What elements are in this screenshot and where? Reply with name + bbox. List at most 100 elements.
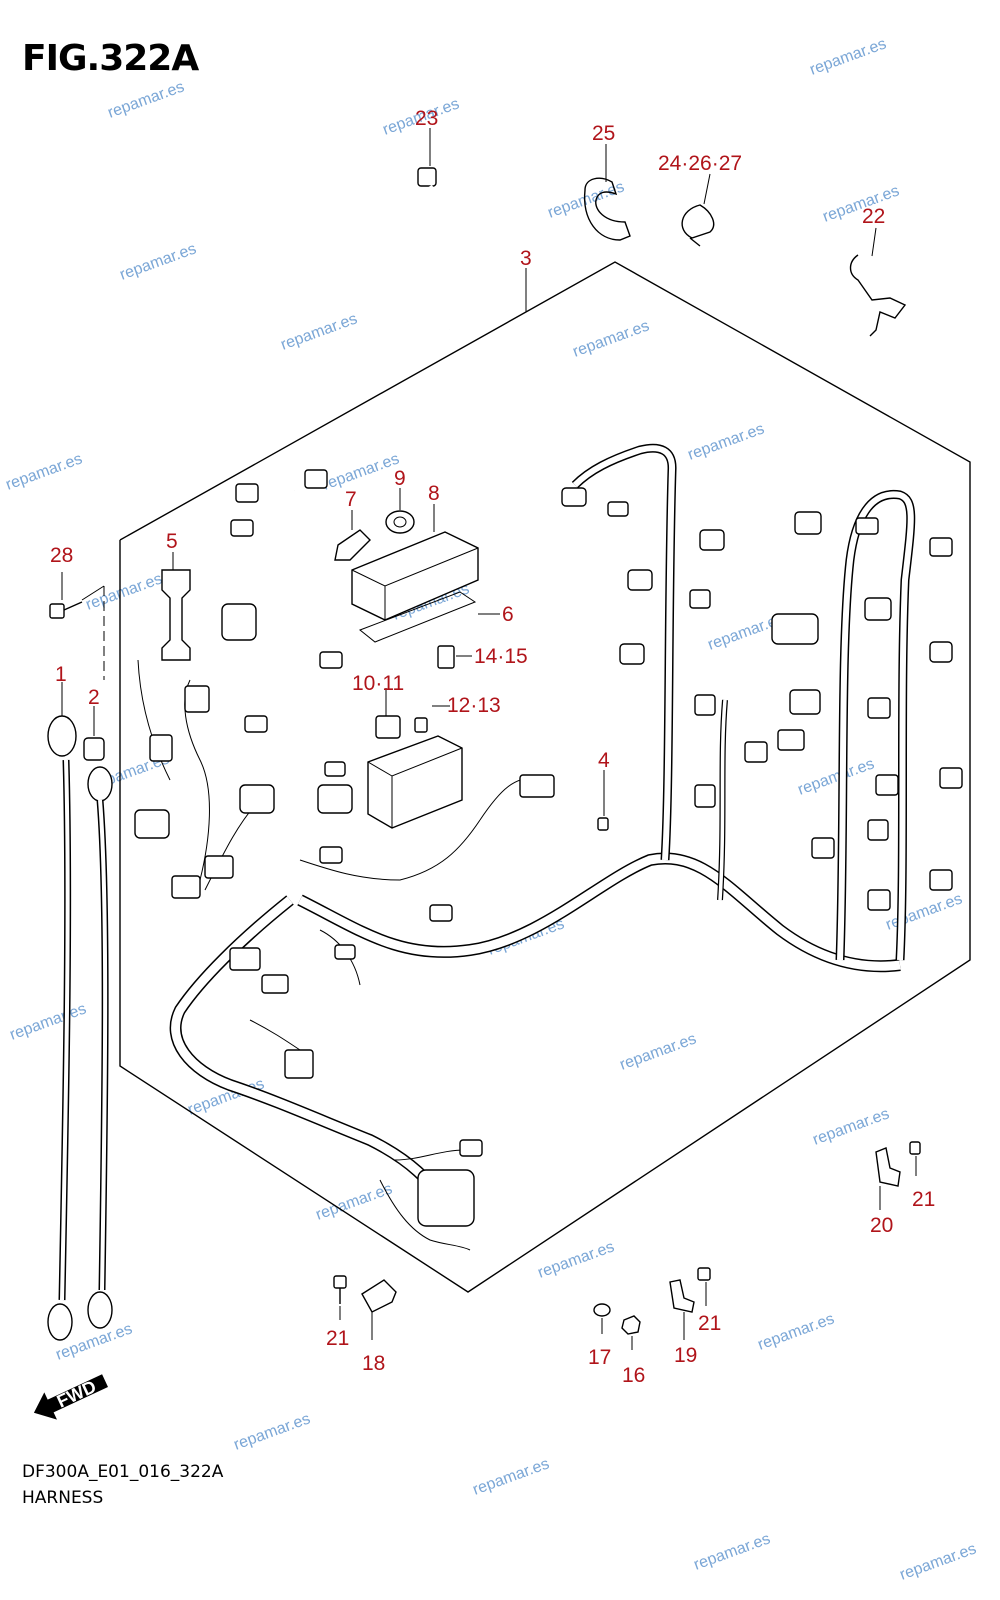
callout-22: 22	[862, 205, 885, 228]
watermark: repamar.es	[106, 78, 187, 121]
connector	[244, 715, 268, 733]
callout-5: 5	[166, 530, 178, 553]
callout-10-11: 10·11	[352, 672, 404, 695]
connector	[284, 1049, 314, 1079]
connector	[929, 537, 953, 557]
part-23-cable-tie	[417, 167, 453, 331]
connector	[171, 875, 201, 899]
part-19-bracket	[669, 1279, 695, 1313]
connector	[694, 694, 716, 716]
connector	[777, 729, 805, 751]
part-1-ground-cable	[47, 715, 77, 1341]
watermark: repamar.es	[692, 1530, 773, 1573]
part-9-grommet	[385, 510, 415, 534]
callout-18: 18	[362, 1352, 385, 1375]
callout-8: 8	[428, 482, 440, 505]
figure-title: FIG.322A	[22, 38, 199, 79]
connector	[607, 501, 629, 517]
callout-21: 21	[912, 1188, 935, 1211]
harness-connectors	[134, 469, 963, 1227]
watermark: repamar.es	[321, 450, 402, 493]
connector	[134, 809, 170, 839]
watermark: repamar.es	[884, 890, 965, 933]
figure-code: DF300A_E01_016_322A	[22, 1462, 224, 1482]
part-8-fuse-box	[351, 531, 479, 621]
watermark: repamar.es	[536, 1238, 617, 1281]
connector	[699, 529, 725, 551]
callout-28: 28	[50, 544, 73, 567]
connector	[459, 1139, 483, 1157]
connector	[229, 947, 261, 971]
connector	[319, 651, 343, 669]
connector	[239, 784, 275, 814]
connector	[929, 641, 953, 663]
callout-17: 17	[588, 1346, 611, 1369]
part-20-bracket	[875, 1147, 901, 1187]
callout-9: 9	[394, 467, 406, 490]
watermark: repamar.es	[471, 1455, 552, 1498]
ground-cable-2	[87, 766, 113, 1329]
watermark: repamar.es	[118, 240, 199, 283]
connector	[771, 613, 819, 645]
watermark: repamar.es	[279, 310, 360, 353]
connector	[929, 869, 953, 891]
connector	[875, 774, 899, 796]
connector	[204, 855, 234, 879]
watermark: repamar.es	[618, 1030, 699, 1073]
connector	[429, 904, 453, 922]
fwd-label: FWD	[54, 1376, 100, 1411]
figure-name: HARNESS	[22, 1488, 104, 1508]
connector	[939, 767, 963, 789]
harness-enclosure-box	[119, 261, 971, 1293]
callout-21: 21	[326, 1327, 349, 1350]
connector	[235, 483, 259, 503]
connector	[855, 517, 879, 535]
part-16-nut	[621, 1315, 641, 1335]
part-21-bolt	[697, 1267, 711, 1281]
callout-4: 4	[598, 749, 610, 772]
watermark: repamar.es	[8, 1000, 89, 1043]
part-28-bolt	[49, 601, 83, 619]
part-21-bolt	[333, 1275, 347, 1304]
connector	[619, 643, 645, 665]
callout-14-15: 14·15	[474, 645, 528, 668]
callout-16: 16	[622, 1364, 645, 1387]
callout-23: 23	[415, 107, 438, 130]
watermark: repamar.es	[756, 1310, 837, 1353]
connector	[561, 487, 587, 507]
connector	[867, 889, 891, 911]
callout-25: 25	[592, 122, 615, 145]
part-25-clamp	[583, 177, 631, 241]
connector	[149, 734, 173, 762]
connector	[317, 784, 353, 814]
watermark: repamar.es	[898, 1540, 979, 1583]
connector	[694, 784, 716, 808]
part-6-gasket	[359, 591, 477, 643]
part-10-11-relay	[375, 715, 401, 739]
callout-7: 7	[345, 488, 357, 511]
callout-2: 2	[88, 686, 100, 709]
fwd-arrow-icon: FWD	[33, 1374, 108, 1420]
callout-labels: 23 25 24·26·27 22 3 5 7 9 8 6 14·15 10·1…	[50, 107, 935, 1387]
watermark: repamar.es	[686, 420, 767, 463]
callout-20: 20	[870, 1214, 893, 1237]
leader-lines	[61, 128, 917, 1350]
main-harness-wires	[137, 443, 916, 1251]
part-4-fuse	[597, 817, 609, 831]
watermark: repamar.es	[796, 755, 877, 798]
part-18-bracket	[361, 1279, 397, 1313]
callout-24-26-27: 24·26·27	[658, 152, 742, 175]
connector	[794, 511, 822, 535]
connector	[230, 519, 254, 537]
watermark: repamar.es	[571, 317, 652, 360]
connector	[261, 974, 289, 994]
watermark: repamar.es	[4, 450, 85, 493]
connector	[221, 603, 257, 641]
watermark: repamar.es	[232, 1410, 313, 1453]
callout-12-13: 12·13	[447, 694, 501, 717]
watermark: repamar.es	[811, 1105, 892, 1148]
connector	[867, 697, 891, 719]
connector	[867, 819, 889, 841]
